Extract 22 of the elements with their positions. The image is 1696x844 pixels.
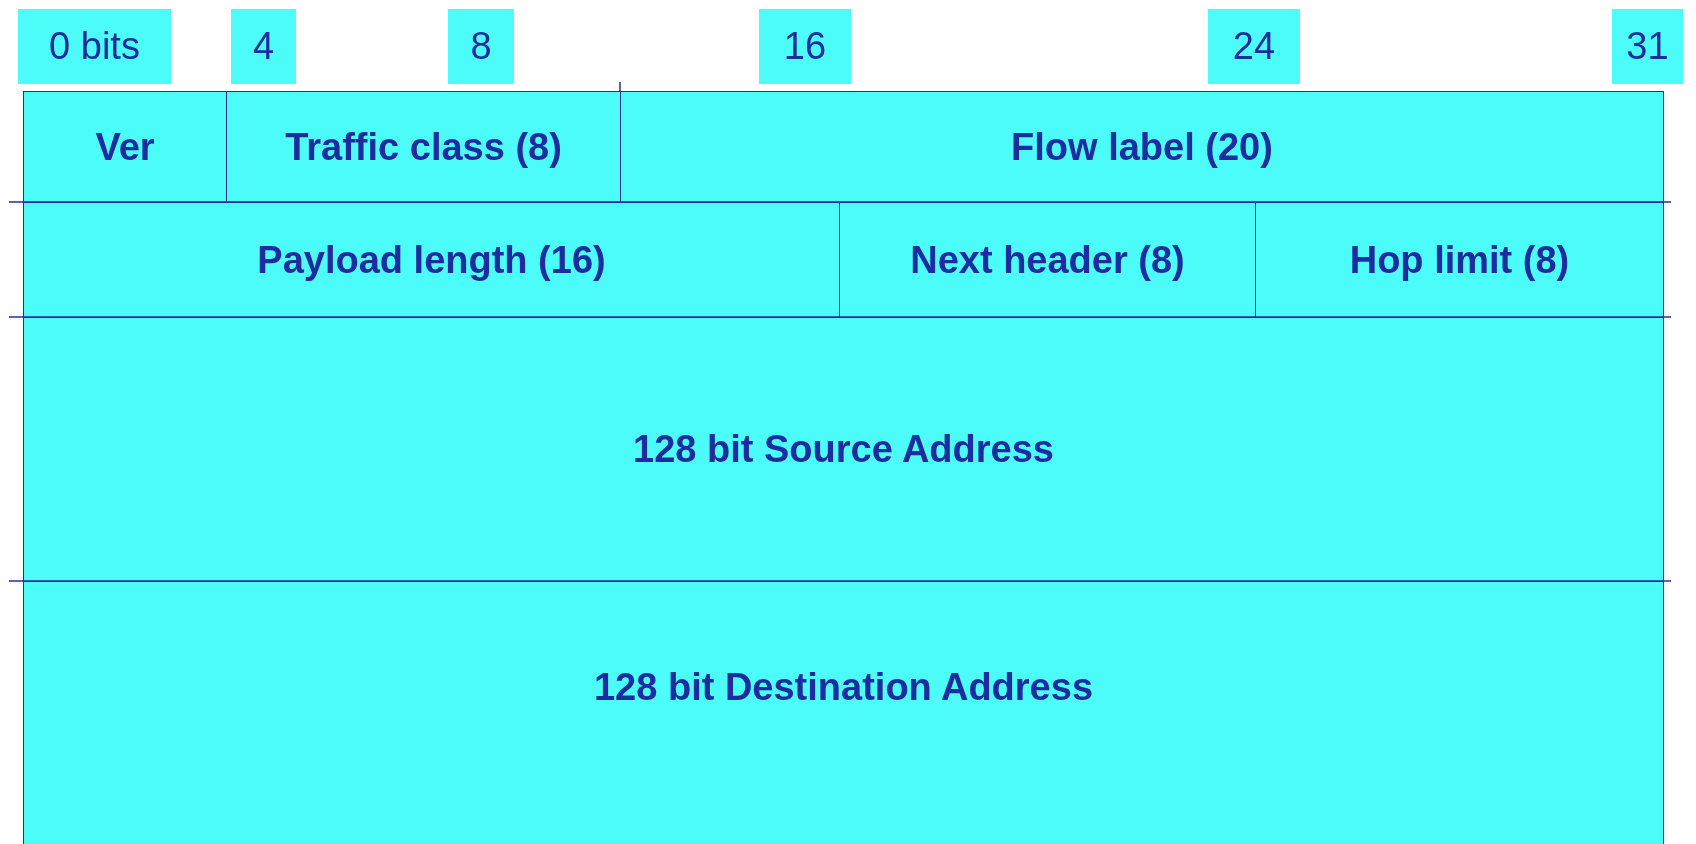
bit-number: 31 bbox=[1612, 9, 1683, 84]
field-name: Payload length (16) bbox=[257, 238, 606, 282]
field-name: Ver bbox=[95, 125, 155, 169]
header-field bbox=[23, 317, 1664, 582]
header-field bbox=[839, 202, 1256, 318]
header-field bbox=[620, 91, 1664, 203]
field-name: Flow label (20) bbox=[1011, 125, 1273, 169]
bit-number: 24 bbox=[1208, 9, 1300, 84]
header-field bbox=[23, 202, 840, 318]
bit-number: 4 bbox=[231, 9, 296, 84]
field-name: Traffic class (8) bbox=[285, 125, 562, 169]
field-name: 128 bit Source Address bbox=[633, 428, 1054, 471]
header-field bbox=[226, 91, 621, 203]
field-name: Hop limit (8) bbox=[1349, 238, 1570, 282]
bit-number: 8 bbox=[448, 9, 514, 84]
header-field bbox=[23, 581, 1664, 844]
field-name: Next header (8) bbox=[910, 238, 1185, 282]
bit-number: 0 bits bbox=[18, 9, 171, 84]
header-field bbox=[23, 91, 227, 203]
bit-number: 16 bbox=[759, 9, 851, 84]
field-name: 128 bit Destination Address bbox=[593, 666, 1093, 709]
header-field bbox=[1255, 202, 1664, 318]
